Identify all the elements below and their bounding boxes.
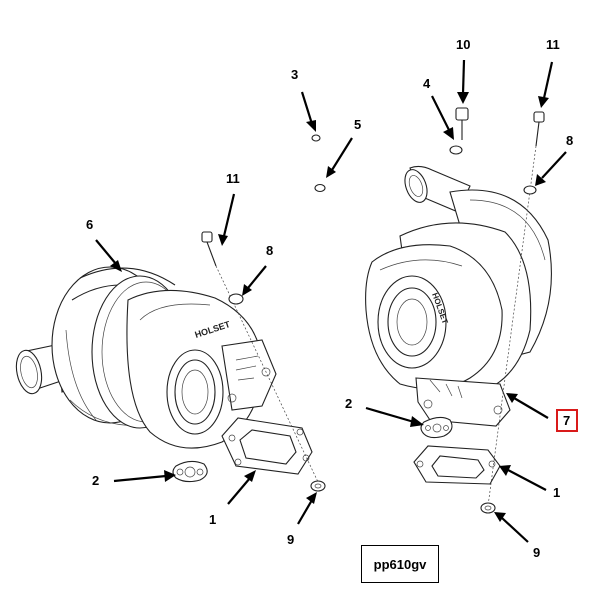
callout-6[interactable]: 6: [86, 217, 93, 232]
callout-1-left[interactable]: 1: [209, 512, 216, 527]
callout-1-right[interactable]: 1: [553, 485, 560, 500]
washer-item-4: [449, 145, 463, 155]
callout-7-highlight-box: [556, 409, 578, 432]
callout-2-right[interactable]: 2: [345, 396, 352, 411]
callout-9-left[interactable]: 9: [287, 532, 294, 547]
flange-gasket-left: [221, 417, 313, 475]
callout-3[interactable]: 3: [291, 67, 298, 82]
turbocharger-right: HOLSET: [365, 165, 552, 427]
callout-10[interactable]: 10: [456, 37, 470, 52]
reference-code-box: pp610gv: [361, 545, 439, 583]
flange-gasket-right: [413, 445, 501, 485]
oil-gasket-right: [420, 416, 453, 439]
bolt-left: [201, 231, 319, 483]
bolt-item-10: [455, 107, 469, 140]
bolt-right-item-11: [487, 111, 545, 507]
callout-9-right[interactable]: 9: [533, 545, 540, 560]
callout-4[interactable]: 4: [423, 76, 431, 91]
callout-11-right[interactable]: 11: [546, 37, 560, 52]
callout-8-right[interactable]: 8: [566, 133, 573, 148]
nut-left: [310, 480, 326, 492]
nut-right: [480, 502, 496, 514]
o-ring-item-5: [314, 183, 326, 193]
callout-8-left[interactable]: 8: [266, 243, 273, 258]
oil-gasket-left: [172, 460, 208, 483]
washer-right: [523, 185, 537, 195]
washer-left: [228, 293, 244, 305]
callout-5[interactable]: 5: [354, 117, 361, 132]
reference-code: pp610gv: [373, 556, 427, 572]
callout-11-left[interactable]: 11: [226, 171, 240, 186]
callout-7[interactable]: 7: [563, 413, 570, 428]
callout-arrows: [95, 59, 567, 543]
callout-2-left[interactable]: 2: [92, 473, 99, 488]
turbocharger-left: HOLSET: [15, 266, 277, 449]
o-ring-item-3: [311, 134, 321, 142]
